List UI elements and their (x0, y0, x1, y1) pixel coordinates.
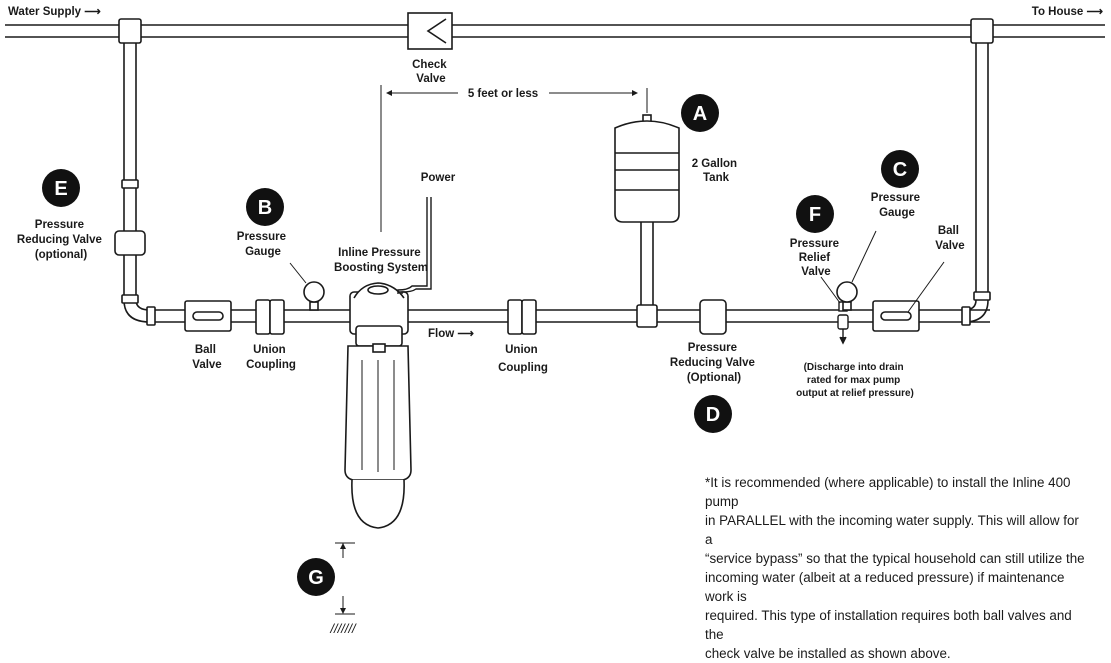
badge-a: A (681, 94, 719, 132)
svg-text:A: A (693, 103, 707, 125)
prv-e-label: Pressure Reducing Valve (optional) (17, 219, 105, 261)
flow-label: Flow ⟶ (428, 328, 474, 340)
to-house-label: To House ⟶ (1032, 6, 1104, 18)
supply-pipe (5, 24, 1105, 38)
inline-pressure-boosting-system (344, 282, 412, 529)
badge-f: F (796, 195, 834, 233)
badge-g: G (297, 558, 335, 596)
svg-text:F: F (809, 204, 821, 226)
power-label: Power (421, 172, 456, 184)
svg-text:C: C (893, 159, 907, 181)
svg-text:E: E (54, 178, 67, 200)
svg-text:B: B (258, 197, 272, 219)
note-line: incoming water (albeit at a reduced pres… (705, 570, 1065, 604)
relief-valve-label: Pressure Relief Valve (790, 238, 842, 278)
check-valve-label: Check Valve (412, 59, 450, 85)
ball-valve-left-label: Ball Valve (192, 344, 221, 371)
tank-tee-fitting (636, 304, 658, 328)
note-line: *It is recommended (where applicable) to… (705, 475, 1071, 509)
tank-riser-pipe (640, 221, 654, 305)
union-right-label: Union Coupling (498, 344, 548, 374)
right-union-coupling (507, 299, 537, 335)
gauge-b-label: Pressure Gauge (237, 231, 289, 258)
right-bypass-pipe (975, 37, 989, 300)
badge-b: B (246, 188, 284, 226)
svg-text:G: G (308, 567, 324, 589)
gauge-c-label: Pressure Gauge (871, 192, 923, 219)
pump-label: Inline Pressure Boosting System (334, 247, 428, 274)
left-pressure-gauge (303, 281, 325, 311)
relief-f-leader (820, 276, 841, 304)
ball-valve-right-label: Ball Valve (935, 225, 964, 252)
discharge-label: (Discharge into drain rated for max pump… (796, 362, 914, 399)
note-line: required. This type of installation requ… (705, 608, 1072, 642)
right-ball-valve (872, 300, 920, 332)
right-tee-fitting (970, 18, 994, 44)
distance-label: 5 feet or less (468, 88, 538, 100)
left-elbow-collar (121, 179, 139, 189)
gauge-c-leader (851, 230, 877, 283)
right-pressure-reducing-valve (699, 299, 727, 335)
prv-d-label: Pressure Reducing Valve (Optional) (670, 342, 758, 384)
badge-e: E (42, 169, 80, 207)
right-pressure-gauge (836, 281, 858, 311)
right-elbow-collar-bottom (973, 291, 991, 301)
expansion-tank (614, 114, 680, 223)
left-pressure-reducing-valve (114, 230, 146, 256)
ball-valve-leader (907, 261, 945, 313)
tank-label: 2 Gallon Tank (692, 158, 741, 184)
badge-d: D (694, 395, 732, 433)
left-bypass-pipe (123, 37, 137, 300)
svg-text:D: D (706, 404, 720, 426)
height-arrowhead-bottom (340, 608, 346, 614)
union-left-label: Union Coupling (246, 344, 296, 371)
power-cord (397, 197, 432, 294)
check-valve (407, 12, 453, 50)
note-line: “service bypass” so that the typical hou… (705, 551, 1085, 566)
gauge-b-leader (289, 262, 307, 284)
arrowhead-right (632, 90, 638, 96)
installation-note: *It is recommended (where applicable) to… (705, 473, 1090, 663)
right-branch-collar (961, 306, 971, 326)
note-line: in PARALLEL with the incoming water supp… (705, 513, 1079, 547)
note-line: check valve be installed as shown above. (705, 646, 951, 661)
left-branch-collar (146, 306, 156, 326)
height-arrowhead-top (340, 543, 346, 549)
left-union-coupling (255, 299, 285, 335)
ground-hatch: /////// (329, 621, 357, 635)
badge-c: C (881, 150, 919, 188)
water-supply-label: Water Supply ⟶ (8, 6, 101, 18)
arrowhead-left (386, 90, 392, 96)
left-tee-fitting (118, 18, 142, 44)
left-elbow-collar-bottom (121, 294, 139, 304)
left-ball-valve (184, 300, 232, 332)
plumbing-diagram: Water Supply ⟶ To House ⟶ Flow ⟶ 5 feet … (5, 6, 1105, 635)
